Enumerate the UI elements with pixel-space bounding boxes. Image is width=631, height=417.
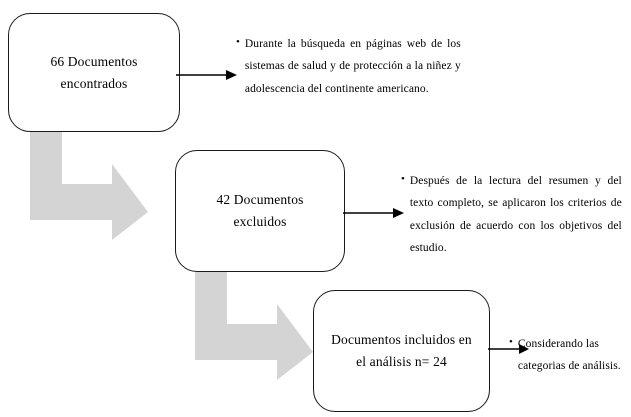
connector-arrow-included-icon	[488, 344, 529, 354]
annotation-documentos-encontrados: • Durante la búsqueda en páginas web de …	[236, 33, 468, 100]
connector-arrow-found-icon	[176, 70, 237, 80]
bullet-icon: •	[236, 36, 240, 48]
bullet-icon: •	[401, 173, 405, 185]
bullet-icon: •	[509, 336, 513, 348]
node-label: Documentos incluidos en el análisis n= 2…	[331, 332, 472, 369]
flow-arrow-excluded-to-included-icon	[195, 268, 313, 380]
node-label: 42 Documentos excluidos	[216, 192, 304, 229]
node-documentos-incluidos[interactable]: Documentos incluidos en el análisis n= 2…	[313, 290, 490, 412]
annotation-documentos-incluidos: • Considerando las categorias de análisi…	[509, 333, 631, 378]
node-label: 66 Documentos encontrados	[50, 53, 138, 91]
node-documentos-encontrados[interactable]: 66 Documentos encontrados	[8, 13, 180, 132]
connector-arrow-excluded-icon	[343, 208, 404, 218]
annotation-text: Considerando las categorias de análisis.	[517, 338, 621, 373]
annotation-text: Durante la búsqueda en páginas web de lo…	[244, 38, 461, 95]
annotation-text: Después de la lectura del resumen y del …	[409, 175, 622, 255]
node-documentos-excluidos[interactable]: 42 Documentos excluidos	[175, 150, 345, 272]
annotation-documentos-excluidos: • Después de la lectura del resumen y de…	[401, 170, 629, 260]
flow-arrow-found-to-excluded-icon	[30, 128, 148, 240]
